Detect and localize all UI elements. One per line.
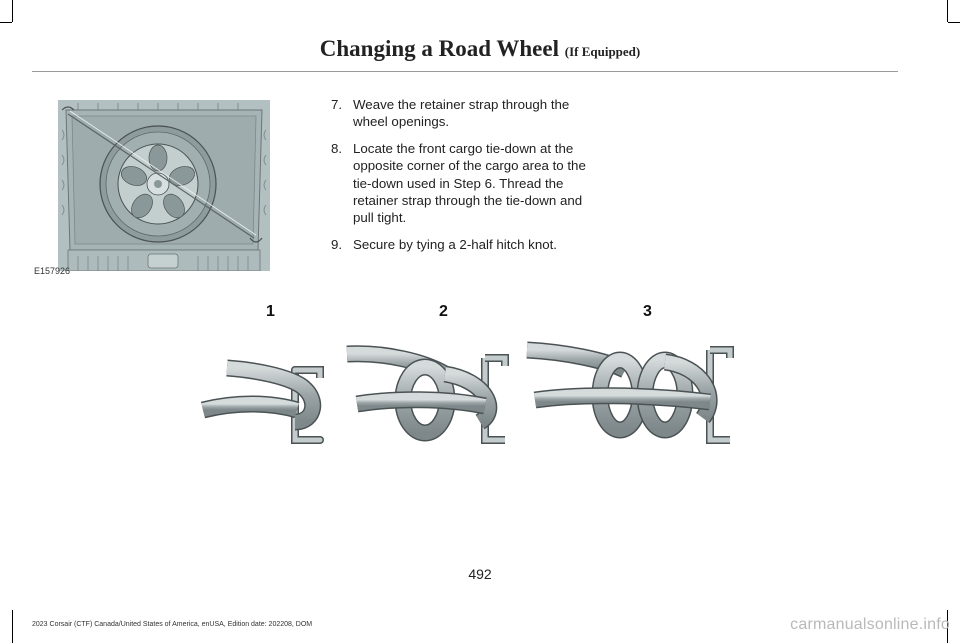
crop-mark-top-right-h xyxy=(948,22,960,23)
step-number: 9. xyxy=(331,236,343,252)
knot-step-label-3: 3 xyxy=(643,303,652,320)
knot-step-2-drawing xyxy=(346,345,509,444)
page-number: 492 xyxy=(468,566,492,582)
edition-footer: 2023 Corsair (CTF) Canada/United States … xyxy=(32,621,313,628)
instruction-steps: 7. Weave the retainer strap through the … xyxy=(331,96,606,262)
header-divider xyxy=(32,71,898,72)
step-item: 7. Weave the retainer strap through the … xyxy=(331,96,606,131)
page-title-qualifier: (If Equipped) xyxy=(564,44,641,59)
knot-step-3-drawing xyxy=(526,341,734,444)
spare-wheel-illustration xyxy=(58,100,270,271)
half-hitch-knot-illustration xyxy=(200,341,734,444)
crop-mark-top-right-v xyxy=(947,0,948,22)
knot-step-label-1: 1 xyxy=(266,303,275,320)
figure-code: E157926 xyxy=(34,266,71,276)
crop-mark-bottom-left-v xyxy=(12,610,13,643)
knot-step-label-2: 2 xyxy=(439,303,448,320)
crop-mark-top-left-h xyxy=(0,22,12,23)
step-item: 8. Locate the front cargo tie-down at th… xyxy=(331,140,606,227)
crop-mark-bottom-right-v xyxy=(947,610,948,643)
watermark: carmanualsonline.info xyxy=(790,616,950,633)
step-number: 8. xyxy=(331,140,343,156)
step-item: 9. Secure by tying a 2-half hitch knot. xyxy=(331,236,606,253)
step-number: 7. xyxy=(331,97,343,112)
step-text: Secure by tying a 2-half hitch knot. xyxy=(353,236,557,252)
step-text: Locate the front cargo tie-down at the o… xyxy=(353,140,586,226)
page-title-text: Changing a Road Wheel xyxy=(319,36,559,61)
knot-step-1-drawing xyxy=(200,359,324,444)
step-text: Weave the retainer strap through the whe… xyxy=(353,97,570,130)
page-title: Changing a Road Wheel (If Equipped) xyxy=(0,36,960,62)
crop-mark-top-left-v xyxy=(12,0,13,22)
